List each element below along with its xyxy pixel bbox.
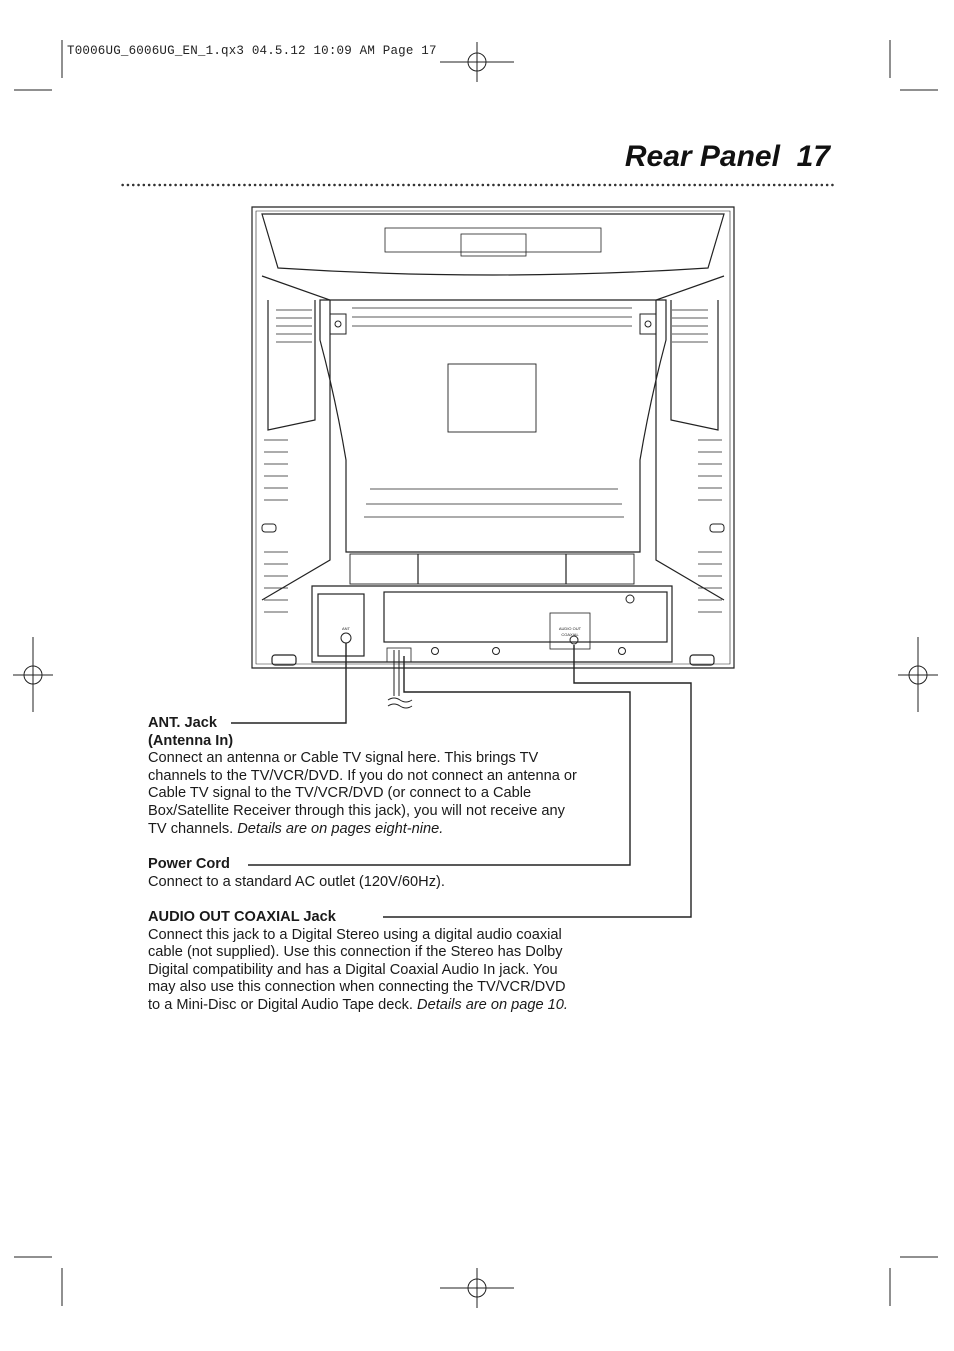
registration-mark-top — [440, 42, 514, 82]
power-cord — [387, 650, 413, 709]
ant-jack — [340, 632, 352, 644]
audio-out-coaxial-jack — [569, 635, 579, 645]
page-title: Rear Panel 17 — [625, 140, 830, 174]
ant-jack-body: Connect an antenna or Cable TV signal he… — [148, 750, 578, 838]
power-cord-heading: Power Cord — [148, 856, 230, 872]
audio-out-label-2: COAXIAL — [561, 632, 579, 637]
audio-out-body-text: Connect this jack to a Digital Stereo us… — [148, 926, 566, 1013]
ant-jack-label: ANT — [342, 626, 351, 631]
ant-jack-body-text: Connect an antenna or Cable TV signal he… — [148, 750, 577, 837]
ant-jack-heading: ANT. Jack — [148, 715, 217, 731]
power-cord-section: Power Cord Connect to a standard AC outl… — [148, 856, 578, 891]
registration-mark-bottom — [440, 1268, 514, 1308]
page-number: 17 — [796, 140, 830, 173]
dotted-rule — [120, 183, 834, 187]
registration-mark-right — [898, 637, 938, 712]
ant-jack-ref: Details are on pages eight-nine. — [237, 820, 444, 837]
page-title-text: Rear Panel — [624, 140, 780, 173]
vent-slots — [264, 307, 722, 613]
audio-out-body: Connect this jack to a Digital Stereo us… — [148, 927, 578, 1015]
callout-lines — [231, 643, 692, 918]
audio-out-ref: Details are on page 10. — [417, 996, 568, 1013]
ant-jack-subheading: (Antenna In) — [148, 732, 234, 749]
print-slug: T0006UG_6006UG_EN_1.qx3 04.5.12 10:09 AM… — [67, 44, 437, 58]
ant-jack-section: ANT. Jack (Antenna In) Connect an antenn… — [148, 715, 578, 838]
tv-cabinet — [251, 206, 735, 669]
registration-mark-left — [13, 637, 53, 712]
power-cord-body: Connect to a standard AC outlet (120V/60… — [148, 873, 445, 890]
mount-screws — [261, 313, 725, 655]
crop-marks — [14, 40, 938, 1306]
audio-out-heading: AUDIO OUT COAXIAL Jack — [148, 909, 336, 925]
audio-out-section: AUDIO OUT COAXIAL Jack Connect this jack… — [148, 909, 578, 1015]
audio-out-label-1: AUDIO OUT — [559, 626, 582, 631]
